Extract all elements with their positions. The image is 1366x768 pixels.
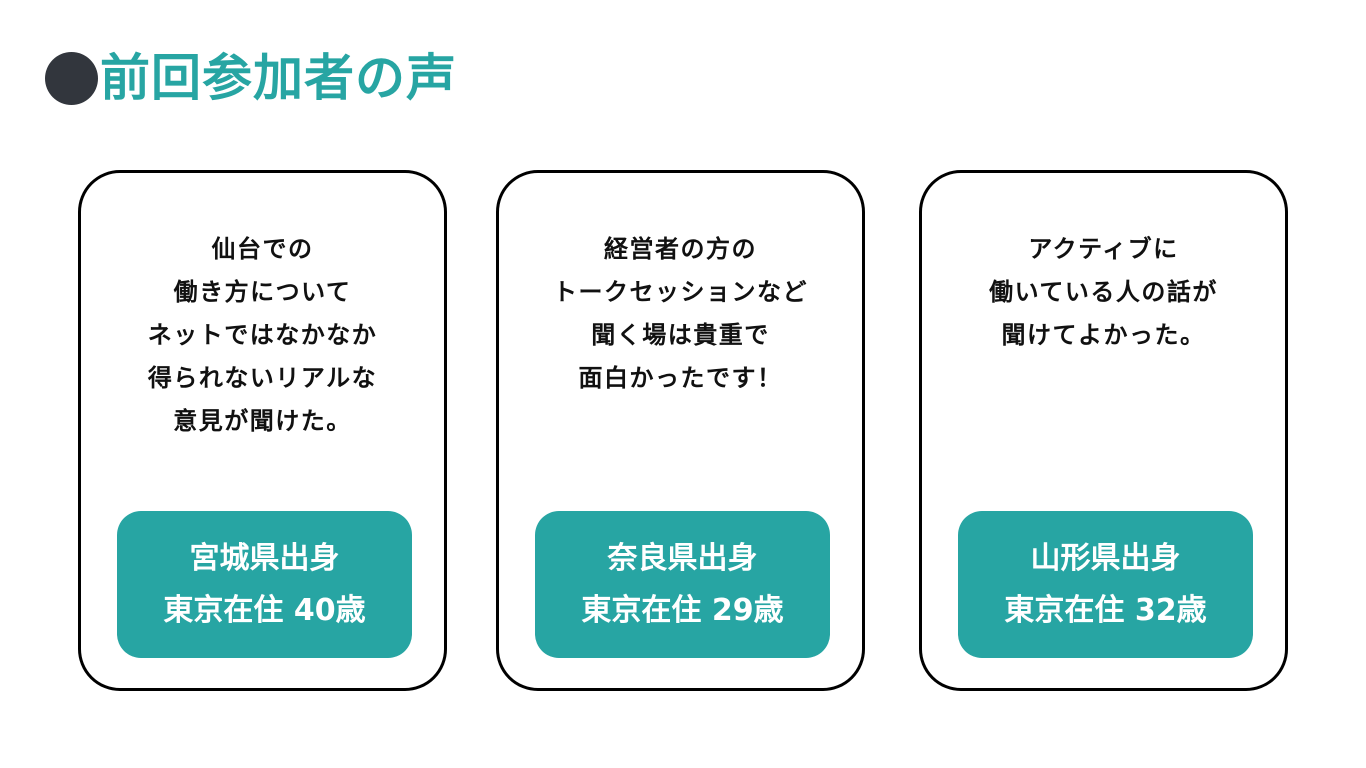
quote-line: ネットではなかなか (147, 321, 378, 349)
profile-label: 東京在住 32歳 (1004, 592, 1207, 628)
quote-line: 経営者の方の (604, 235, 757, 263)
origin-label: 山形県出身 (1030, 540, 1181, 576)
testimonial-card: 仙台での 働き方について ネットではなかなか 得られないリアルな 意見が聞けた。… (78, 170, 447, 691)
profile-badge: 奈良県出身 東京在住 29歳 (535, 511, 830, 658)
quote-line: 働いている人の話が (989, 278, 1218, 306)
quote-line: 意見が聞けた。 (173, 407, 352, 435)
profile-badge: 宮城県出身 東京在住 40歳 (117, 511, 412, 658)
profile-badge: 山形県出身 東京在住 32歳 (958, 511, 1253, 658)
quote-line: 聞けてよかった。 (1001, 321, 1206, 349)
testimonial-quote: 経営者の方の トークセッションなど 聞く場は貴重で 面白かったです！ (499, 228, 862, 400)
profile-label: 東京在住 29歳 (581, 592, 784, 628)
quote-line: アクティブに (1028, 235, 1179, 263)
testimonial-quote: 仙台での 働き方について ネットではなかなか 得られないリアルな 意見が聞けた。 (81, 228, 444, 443)
profile-label: 東京在住 40歳 (163, 592, 366, 628)
origin-label: 奈良県出身 (607, 540, 758, 576)
quote-line: 仙台での (211, 235, 314, 263)
testimonial-quote: アクティブに 働いている人の話が 聞けてよかった。 (922, 228, 1285, 357)
quote-line: 面白かったです！ (578, 364, 783, 392)
quote-line: 聞く場は貴重で (591, 321, 770, 349)
testimonial-card: 経営者の方の トークセッションなど 聞く場は貴重で 面白かったです！ 奈良県出身… (496, 170, 865, 691)
quote-line: トークセッションなど (553, 278, 808, 306)
testimonial-card: アクティブに 働いている人の話が 聞けてよかった。 山形県出身 東京在住 32歳 (919, 170, 1288, 691)
quote-line: 働き方について (173, 278, 352, 306)
quote-line: 得られないリアルな (147, 364, 378, 392)
origin-label: 宮城県出身 (189, 540, 340, 576)
circle-bullet-icon (45, 51, 98, 105)
page-title: 前回参加者の声 (100, 49, 457, 107)
page-header: 前回参加者の声 (45, 46, 457, 110)
